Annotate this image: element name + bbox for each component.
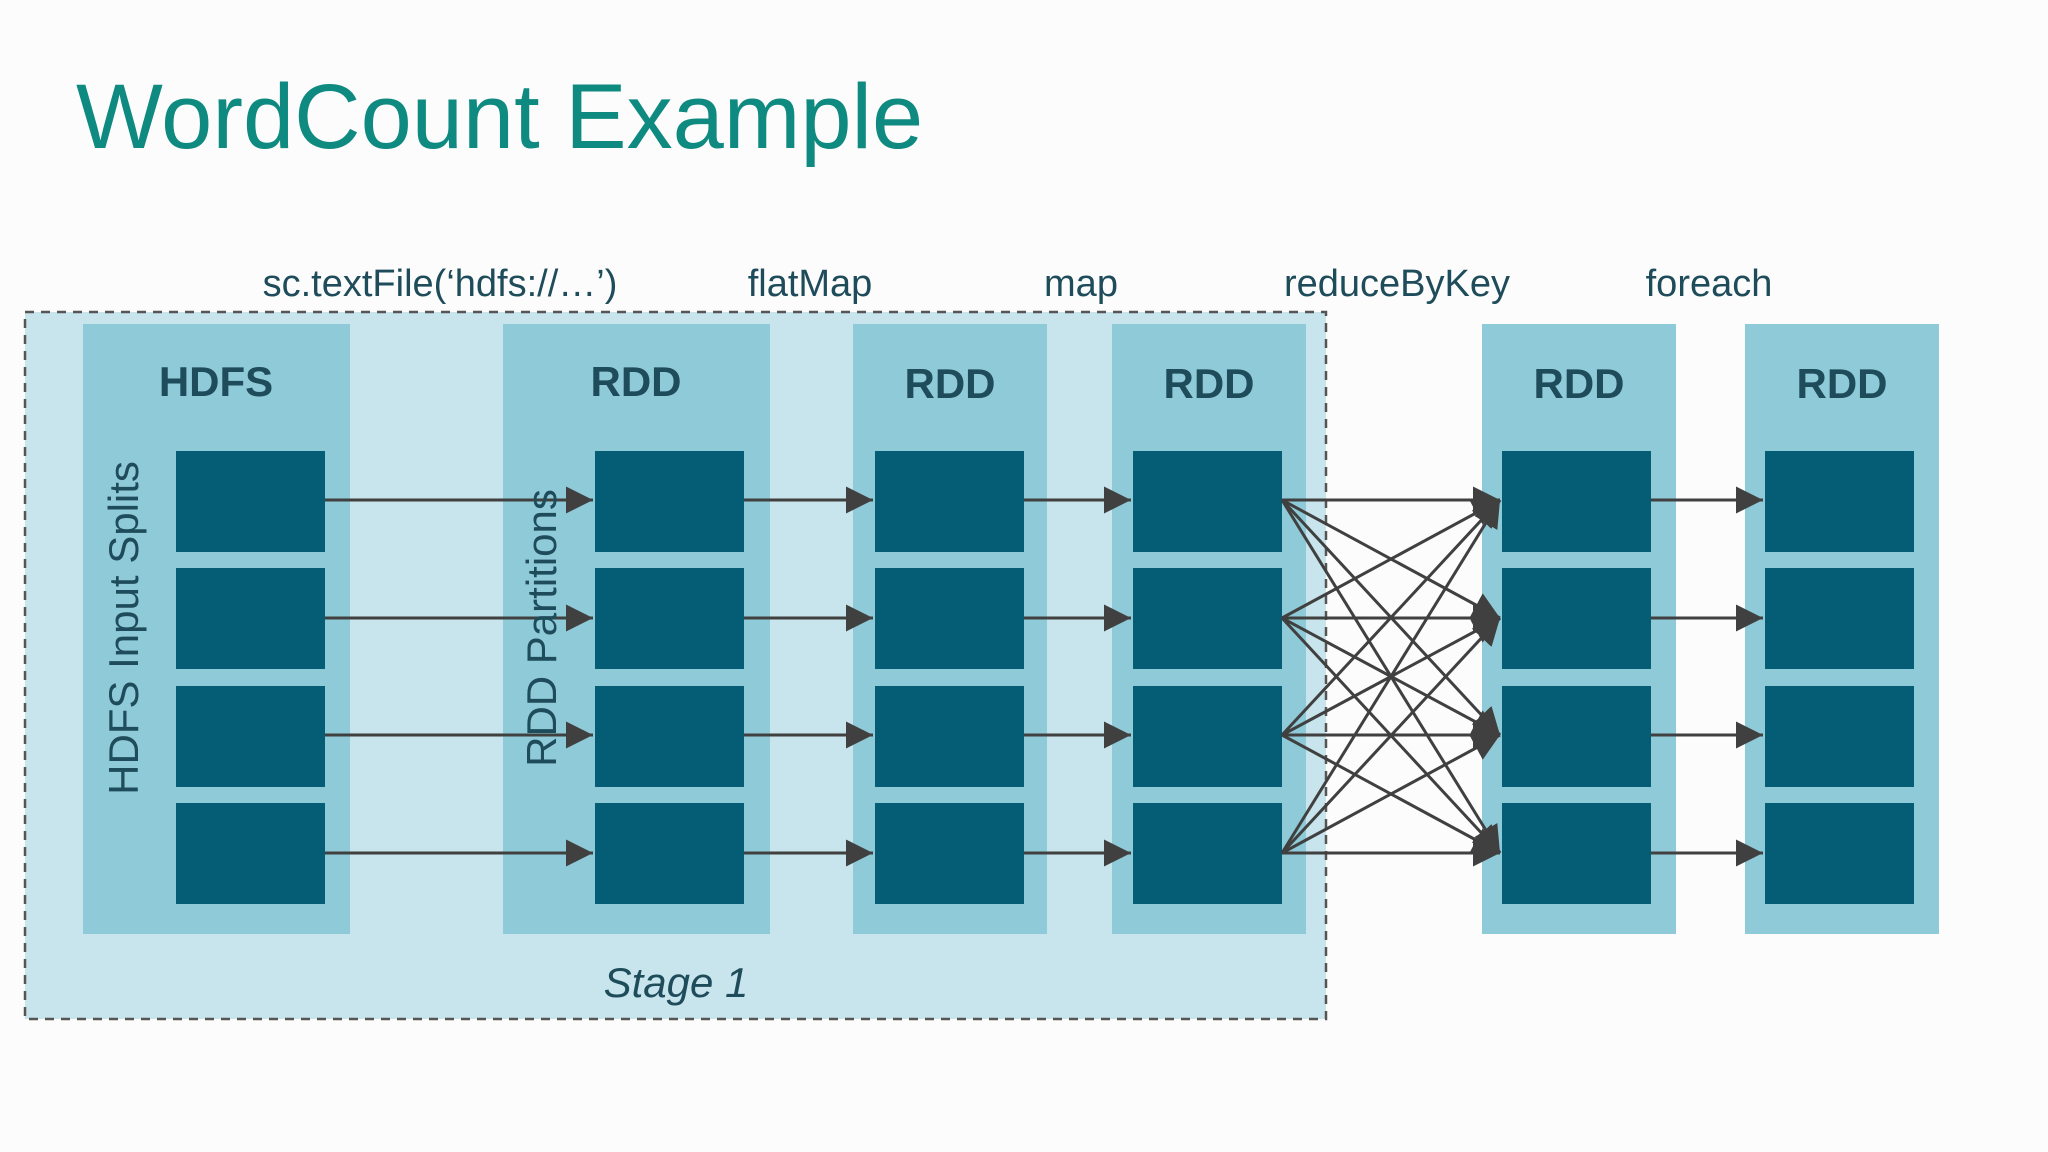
partition-block xyxy=(875,451,1024,552)
shuffle-arrow xyxy=(1281,498,1501,620)
partition-block xyxy=(595,686,744,787)
partition-block xyxy=(176,686,325,787)
partition-block xyxy=(1502,568,1651,669)
partition-block xyxy=(176,451,325,552)
partition-block xyxy=(1765,451,1914,552)
shuffle-arrows xyxy=(1280,486,1502,867)
partitions-hdfs xyxy=(176,451,325,904)
partition-block xyxy=(1502,803,1651,904)
column-header-rdd-2: RDD xyxy=(905,360,996,407)
partition-block xyxy=(1765,568,1914,669)
column-header-rdd-1: RDD xyxy=(591,358,682,405)
shuffle-arrow xyxy=(1280,499,1502,854)
partitions-rdd-2 xyxy=(875,451,1024,904)
partition-block xyxy=(1133,803,1282,904)
column-header-rdd-3: RDD xyxy=(1164,360,1255,407)
partition-block xyxy=(1765,803,1914,904)
straight-arrows xyxy=(325,486,1763,867)
partitions-rdd-4 xyxy=(1502,451,1651,904)
op-label-foreach: foreach xyxy=(1646,263,1773,305)
shuffle-arrow xyxy=(1280,616,1502,855)
partition-block xyxy=(1133,451,1282,552)
partition-block xyxy=(1502,451,1651,552)
op-label-map: map xyxy=(1044,263,1118,305)
partition-block xyxy=(875,686,1024,787)
partition-block xyxy=(1133,686,1282,787)
op-label-reducebykey: reduceByKey xyxy=(1284,263,1510,305)
partitions-rdd-3 xyxy=(1133,451,1282,904)
stage-label: Stage 1 xyxy=(604,959,749,1006)
partition-block xyxy=(1133,568,1282,669)
partition-block xyxy=(875,803,1024,904)
partition-block xyxy=(1765,686,1914,787)
partitions-rdd-5 xyxy=(1765,451,1914,904)
shuffle-arrow xyxy=(1281,733,1501,855)
vertical-label-hdfs-input-splits: HDFS Input Splits xyxy=(100,461,147,795)
slide-title: WordCount Example xyxy=(76,66,924,168)
partition-block xyxy=(595,568,744,669)
shuffle-arrow xyxy=(1280,498,1502,737)
vertical-label-rdd-partitions: RDD Partitions xyxy=(518,489,565,767)
partition-block xyxy=(176,803,325,904)
op-label-textfile: sc.textFile(‘hdfs://…’) xyxy=(263,263,618,305)
partition-block xyxy=(176,568,325,669)
op-label-flatmap: flatMap xyxy=(748,263,873,305)
column-header-rdd-4: RDD xyxy=(1534,360,1625,407)
column-header-rdd-5: RDD xyxy=(1797,360,1888,407)
partition-block xyxy=(1502,686,1651,787)
partitions-rdd-1 xyxy=(595,451,744,904)
partition-block xyxy=(595,451,744,552)
column-header-hdfs: HDFS xyxy=(159,358,273,405)
partition-block xyxy=(875,568,1024,669)
partition-block xyxy=(595,803,744,904)
